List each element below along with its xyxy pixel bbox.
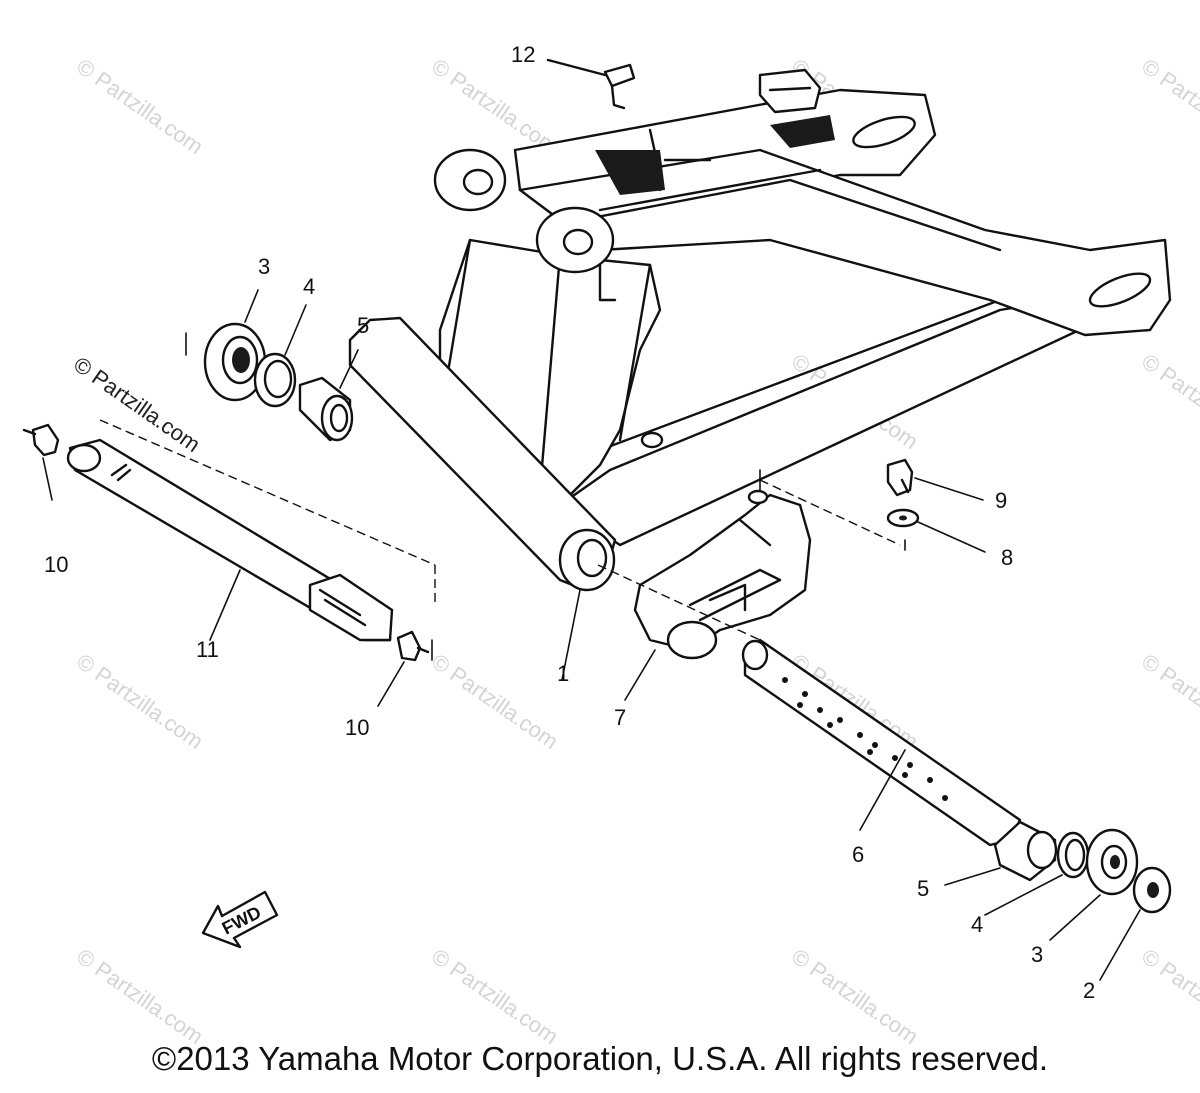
part-12-clip (546, 58, 636, 110)
part-9-bolt (886, 458, 984, 501)
watermark: © Partzilla.com (427, 649, 563, 755)
callout-4-left: 4 (303, 274, 315, 299)
callout-4-right: 4 (971, 912, 983, 937)
callout-9: 9 (995, 488, 1007, 513)
part-7-bracket (633, 489, 812, 660)
watermark: © Partzilla.com (1137, 54, 1200, 160)
watermark: © Partzilla.com (72, 649, 208, 755)
callout-1: 1 (557, 661, 569, 686)
watermark: © Partzilla.com (72, 54, 208, 160)
callout-7: 7 (614, 705, 626, 730)
callout-5-left: 5 (357, 313, 369, 338)
callout-labels: 12 3 4 5 10 11 10 1 7 9 8 6 5 4 3 2 (44, 42, 1095, 1003)
callout-2: 2 (1083, 978, 1095, 1003)
watermark: © Partzilla.com (1137, 944, 1200, 1050)
callout-3-left: 3 (258, 254, 270, 279)
part-3-oil-seal-left (185, 322, 267, 402)
part-5-bushing-right (944, 820, 1058, 886)
copyright-notice: ©2013 Yamaha Motor Corporation, U.S.A. A… (151, 1040, 1049, 1077)
part-10-grease-nipple-top (22, 423, 60, 501)
part-3-oil-seal-right (1049, 828, 1139, 941)
callout-10-bottom: 10 (345, 715, 369, 740)
part-6-spacer (741, 638, 1022, 847)
part-11-pivot-shaft (66, 438, 394, 642)
callout-12: 12 (511, 42, 535, 67)
leader-lines (99, 289, 906, 701)
watermark: © Partzilla.com (72, 944, 208, 1050)
part-1-swing-arm (348, 68, 1172, 592)
watermark: © Partzilla.com (1137, 349, 1200, 455)
watermark: © Partzilla.com (1137, 649, 1200, 755)
callout-10-top: 10 (44, 552, 68, 577)
part-4-washer-right (984, 831, 1090, 916)
callout-6: 6 (852, 842, 864, 867)
watermark: © Partzilla.com (427, 54, 563, 160)
part-10-grease-nipple-bottom (377, 630, 433, 707)
part-8-washer (886, 508, 986, 553)
forward-direction-arrow: FWD (201, 890, 279, 949)
part-5-bushing-left (298, 376, 354, 442)
watermark: © Partzilla.com (787, 944, 923, 1050)
callout-11: 11 (196, 637, 219, 662)
callout-3-right: 3 (1031, 942, 1043, 967)
part-2-nut (1099, 866, 1172, 981)
callout-8: 8 (1001, 545, 1013, 570)
part-4-washer-left (253, 352, 297, 408)
callout-5-right: 5 (917, 876, 929, 901)
watermark: © Partzilla.com (427, 944, 563, 1050)
watermark: © Partzilla.com (69, 352, 205, 458)
